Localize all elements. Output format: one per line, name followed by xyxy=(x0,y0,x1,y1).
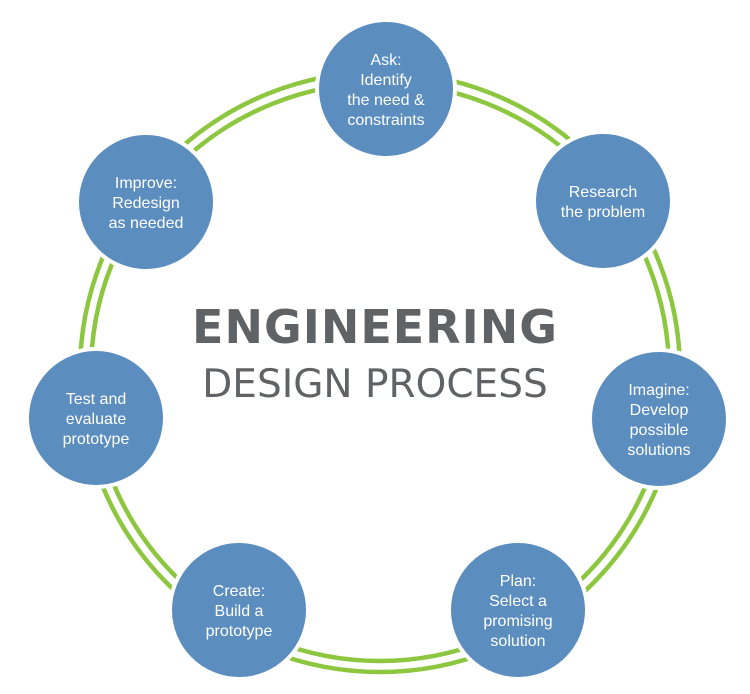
step-plan: Plan: Select a promising solution xyxy=(447,539,589,681)
step-label-line: Redesign xyxy=(112,195,180,212)
step-label-line: solution xyxy=(490,633,545,650)
process-steps: Ask: Identify the need & constraintsResearc… xyxy=(25,18,730,681)
step-ask: Ask: Identify the need & constraints xyxy=(315,18,457,160)
step-label-line: Improve: xyxy=(115,175,177,192)
step-circle xyxy=(25,347,167,489)
step-label-line: Develop xyxy=(630,402,689,419)
step-label-line: solutions xyxy=(627,442,690,459)
step-imagine: Imagine: Develop possible solutions xyxy=(588,348,730,490)
step-label-line: Research xyxy=(569,184,637,201)
step-label-line: Identify xyxy=(360,72,412,89)
step-improve: Improve: Redesign as needed xyxy=(75,131,217,273)
step-test: Test and evaluate prototype xyxy=(25,347,167,489)
title-engineering: ENGINEERING xyxy=(192,300,558,354)
step-label-line: Create: xyxy=(213,583,265,600)
step-label-line: Build a xyxy=(215,603,264,620)
step-circle xyxy=(588,348,730,490)
step-label-line: the need & xyxy=(347,92,425,109)
step-label-line: possible xyxy=(630,422,689,439)
step-research: Research the problem xyxy=(532,130,674,272)
step-circle xyxy=(75,131,217,273)
step-label-line: Ask: xyxy=(370,52,401,69)
step-label-line: Select a xyxy=(489,593,547,610)
step-create: Create: Build a prototype xyxy=(168,539,310,681)
step-label-line: Plan: xyxy=(500,573,536,590)
step-label-line: the problem xyxy=(561,204,646,221)
step-label-line: prototype xyxy=(63,431,130,448)
step-label-line: as needed xyxy=(109,215,184,232)
step-label-line: Imagine: xyxy=(628,382,689,399)
step-label-line: constraints xyxy=(347,112,424,129)
step-circle xyxy=(168,539,310,681)
step-label-line: evaluate xyxy=(66,411,127,428)
step-label-line: prototype xyxy=(206,623,273,640)
step-circle xyxy=(315,18,457,160)
step-label-line: promising xyxy=(483,613,552,630)
title-design-process: DESIGN PROCESS xyxy=(202,362,548,407)
step-label-line: Test and xyxy=(66,391,126,408)
step-circle xyxy=(532,130,674,272)
step-circle xyxy=(447,539,589,681)
